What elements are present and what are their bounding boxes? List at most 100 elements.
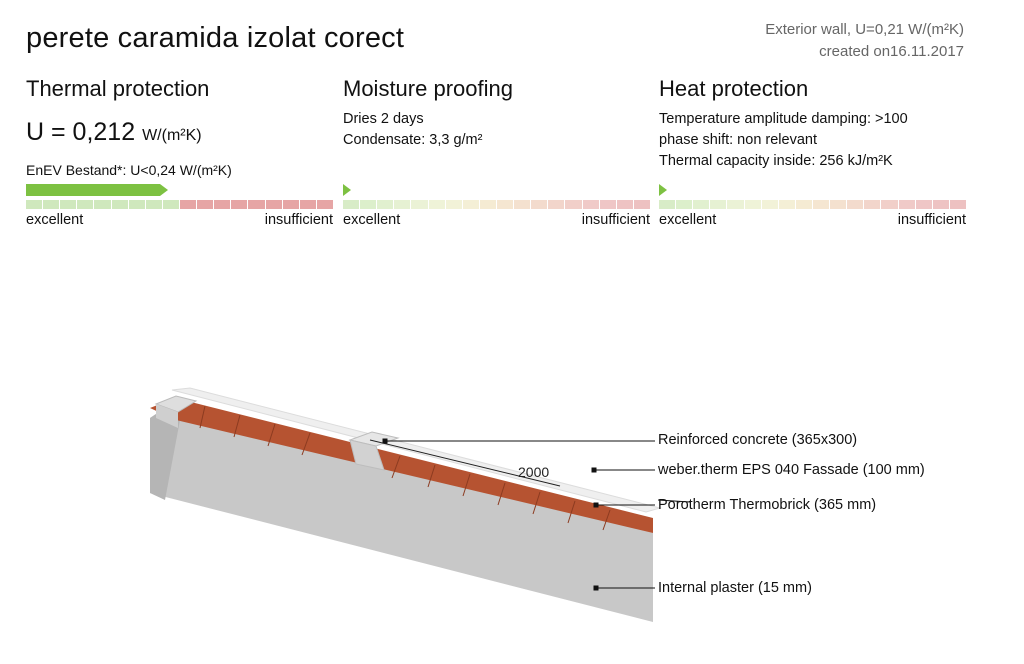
scale-segment — [248, 200, 266, 209]
scale-segment — [949, 200, 966, 209]
rating-arrow — [659, 184, 667, 196]
scale-segment — [231, 200, 249, 209]
thermal-protection-section: Thermal protection U = 0,212 W/(m²K) EnE… — [26, 76, 334, 178]
scale-segment — [214, 200, 232, 209]
scale-segment — [676, 200, 694, 209]
wall-info: Exterior wall, U=0,21 W/(m²K) — [765, 21, 964, 38]
scale-segment — [659, 200, 677, 209]
dimension-line — [369, 439, 561, 487]
scale-segment — [548, 200, 566, 209]
scale-segment — [299, 200, 317, 209]
wall-meta: Exterior wall, U=0,21 W/(m²K) created on… — [765, 19, 964, 63]
scale-segment — [111, 200, 129, 209]
heat-protection-section: Heat protection Temperature amplitude da… — [659, 76, 967, 169]
standard-requirement: EnEV Bestand*: U<0,24 W/(m²K) — [26, 162, 232, 178]
scale-segment — [162, 200, 180, 209]
moisture-proofing-section: Moisture proofing Dries 2 days Condensat… — [343, 76, 651, 148]
scale-segment — [514, 200, 532, 209]
plaster-left-face — [150, 408, 180, 500]
internal-plaster-face — [150, 408, 653, 622]
scale-segment — [898, 200, 916, 209]
scale-segment — [616, 200, 634, 209]
scale-segment — [377, 200, 395, 209]
scale-segment — [179, 200, 198, 209]
moisture-label-insufficient: insufficient — [581, 212, 650, 228]
scale-segment — [864, 200, 882, 209]
scale-segment — [26, 200, 44, 209]
u-value: U = 0,212 W/(m²K) — [26, 118, 202, 147]
scale-segment — [847, 200, 865, 209]
rating-arrow — [343, 184, 351, 196]
thermal-rating: excellent insufficient — [26, 180, 333, 230]
u-value-unit: W/(m²K) — [142, 127, 202, 144]
scale-segment — [445, 200, 463, 209]
scale-segment — [496, 200, 515, 209]
heat-label-insufficient: insufficient — [897, 212, 966, 228]
scale-segment — [830, 200, 848, 209]
thermal-rating-marker — [26, 184, 169, 196]
rating-arrow — [26, 184, 169, 196]
thermal-capacity: Thermal capacity inside: 256 kJ/m²K — [659, 153, 893, 169]
scale-segment — [462, 200, 480, 209]
heat-details: Temperature amplitude damping: >100 phas… — [659, 109, 908, 172]
u-value-number: U = 0,212 — [26, 118, 136, 146]
moisture-rating-marker — [343, 184, 351, 196]
scale-segment — [343, 200, 361, 209]
scale-segment — [145, 200, 163, 209]
scale-segment — [360, 200, 378, 209]
scale-segment — [531, 200, 549, 209]
thermal-rating-scale — [26, 200, 333, 209]
scale-segment — [693, 200, 711, 209]
page-title: perete caramida izolat corect — [26, 22, 405, 54]
scale-segment — [565, 200, 583, 209]
callout-internal-plaster: Internal plaster (15 mm) — [658, 580, 812, 596]
scale-segment — [316, 200, 333, 209]
drying-time: Dries 2 days — [343, 111, 424, 127]
scale-segment — [710, 200, 728, 209]
moisture-rating: excellent insufficient — [343, 180, 650, 230]
concrete-column-front — [349, 439, 385, 471]
scale-segment — [727, 200, 745, 209]
scale-segment — [812, 200, 831, 209]
amplitude-damping: Temperature amplitude damping: >100 — [659, 111, 908, 127]
condensate: Condensate: 3,3 g/m² — [343, 132, 483, 148]
thermal-label-excellent: excellent — [26, 212, 84, 228]
scale-segment — [428, 200, 446, 209]
dimension-label: 2000 — [518, 464, 550, 480]
heat-label-excellent: excellent — [659, 212, 717, 228]
scale-segment — [60, 200, 78, 209]
created-date: created on16.11.2017 — [819, 43, 964, 60]
scale-segment — [128, 200, 146, 209]
thermal-label-insufficient: insufficient — [264, 212, 333, 228]
heat-rating-marker — [659, 184, 667, 196]
scale-segment — [411, 200, 429, 209]
scale-segment — [43, 200, 61, 209]
thermal-heading: Thermal protection — [26, 76, 210, 101]
heat-rating: excellent insufficient — [659, 180, 966, 230]
scale-segment — [265, 200, 283, 209]
callout-leaders — [382, 438, 691, 591]
scale-segment — [282, 200, 300, 209]
scale-segment — [778, 200, 796, 209]
scale-segment — [795, 200, 813, 209]
scale-segment — [881, 200, 899, 209]
scale-segment — [599, 200, 617, 209]
phase-shift: phase shift: non relevant — [659, 132, 817, 148]
scale-segment — [94, 200, 112, 209]
scale-segment — [77, 200, 95, 209]
callout-eps-insulation: weber.therm EPS 040 Fassade (100 mm) — [658, 462, 925, 478]
moisture-label-excellent: excellent — [343, 212, 401, 228]
scale-segment — [582, 200, 600, 209]
wall-construction-drawing — [150, 387, 691, 622]
scale-segment — [932, 200, 950, 209]
scale-segment — [915, 200, 933, 209]
callout-thermobrick: Porotherm Thermobrick (365 mm) — [658, 497, 877, 513]
callout-reinforced-concrete: Reinforced concrete (365x300) — [658, 432, 858, 448]
scale-segment — [633, 200, 650, 209]
concrete-block-left-side — [156, 404, 178, 428]
scale-segment — [197, 200, 215, 209]
moisture-rating-scale — [343, 200, 650, 209]
scale-segment — [479, 200, 497, 209]
heat-rating-scale — [659, 200, 966, 209]
scale-segment — [394, 200, 412, 209]
